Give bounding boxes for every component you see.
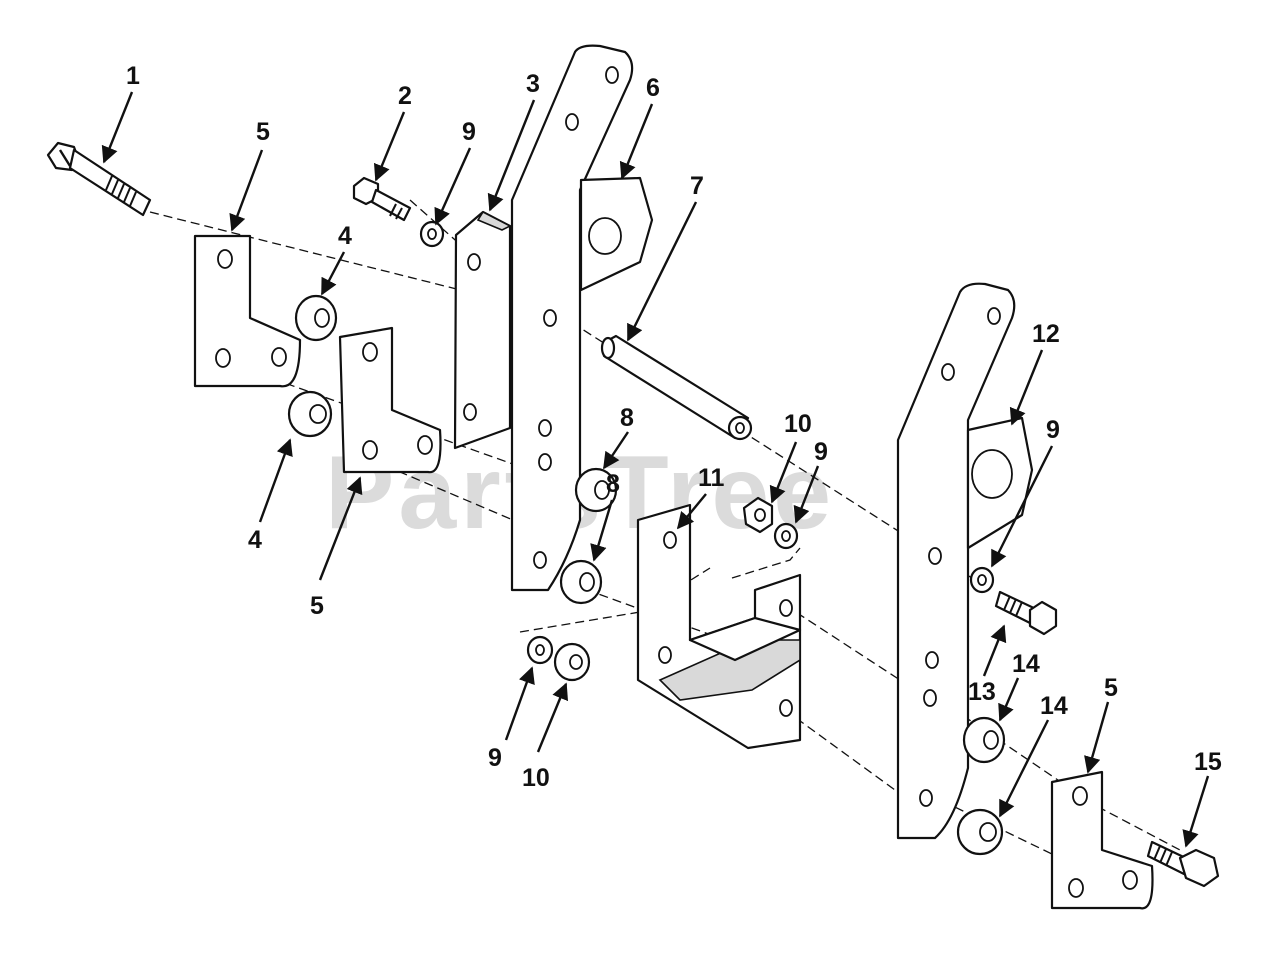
part-lockwasher-9-mid (773, 522, 799, 550)
callout-10-top: 10 (784, 410, 812, 438)
callout-8-upper: 8 (620, 404, 634, 432)
part-spacer-8-upper (574, 467, 618, 513)
callout-3: 3 (526, 70, 540, 98)
callout-11: 11 (698, 464, 725, 492)
callout-5-middle: 5 (310, 592, 324, 620)
part-nut-10-top (742, 496, 774, 534)
part-lockwasher-9-bottom (526, 635, 554, 665)
callout-7: 7 (690, 172, 704, 200)
part-shaft-7 (600, 334, 753, 441)
part-lockwasher-9-top (419, 220, 445, 248)
callout-8-lower: 8 (606, 470, 620, 498)
callout-labels: 1 2 3 4 4 5 5 5 6 7 8 8 9 9 9 9 10 10 11… (126, 62, 1222, 792)
callout-12: 12 (1032, 320, 1060, 348)
part-bolt-long (46, 141, 152, 217)
part-bracket-5-right (1050, 770, 1154, 910)
part-spacer-4-lower (287, 390, 333, 438)
part-u-bracket-11 (636, 503, 802, 750)
callout-1: 1 (126, 62, 140, 90)
callout-9-right: 9 (1046, 416, 1060, 444)
part-spacer-4-upper (294, 294, 338, 342)
callout-9-bottom: 9 (488, 744, 502, 772)
callout-5-right: 5 (1104, 674, 1118, 702)
callout-15: 15 (1194, 748, 1222, 776)
callout-6: 6 (646, 74, 660, 102)
callout-10-bottom: 10 (522, 764, 550, 792)
part-bolt-15 (1146, 840, 1220, 888)
part-bolt-13 (994, 590, 1058, 636)
callout-9-top: 9 (462, 118, 476, 146)
callout-9-mid: 9 (814, 438, 828, 466)
part-spacer-14-upper (962, 716, 1006, 764)
part-arm-12 (896, 282, 1034, 840)
part-nut-10-bottom (553, 642, 591, 682)
part-plate-3 (453, 210, 512, 450)
callout-4-upper: 4 (338, 222, 352, 250)
part-arm-6 (510, 44, 654, 592)
callout-14-lower: 14 (1040, 692, 1068, 720)
part-spacer-14-lower (956, 808, 1004, 856)
callout-14-upper: 14 (1012, 650, 1040, 678)
leader-lines (101, 91, 1210, 848)
part-bolt-short (352, 176, 412, 222)
callout-5-upper: 5 (256, 118, 270, 146)
part-lockwasher-9-right (969, 566, 995, 594)
callout-4-lower: 4 (248, 526, 262, 554)
part-bracket-5-upper (193, 234, 302, 388)
part-spacer-8-lower (559, 559, 603, 605)
callout-2: 2 (398, 82, 412, 110)
part-bracket-5-middle (338, 326, 442, 474)
callout-13: 13 (968, 678, 996, 706)
